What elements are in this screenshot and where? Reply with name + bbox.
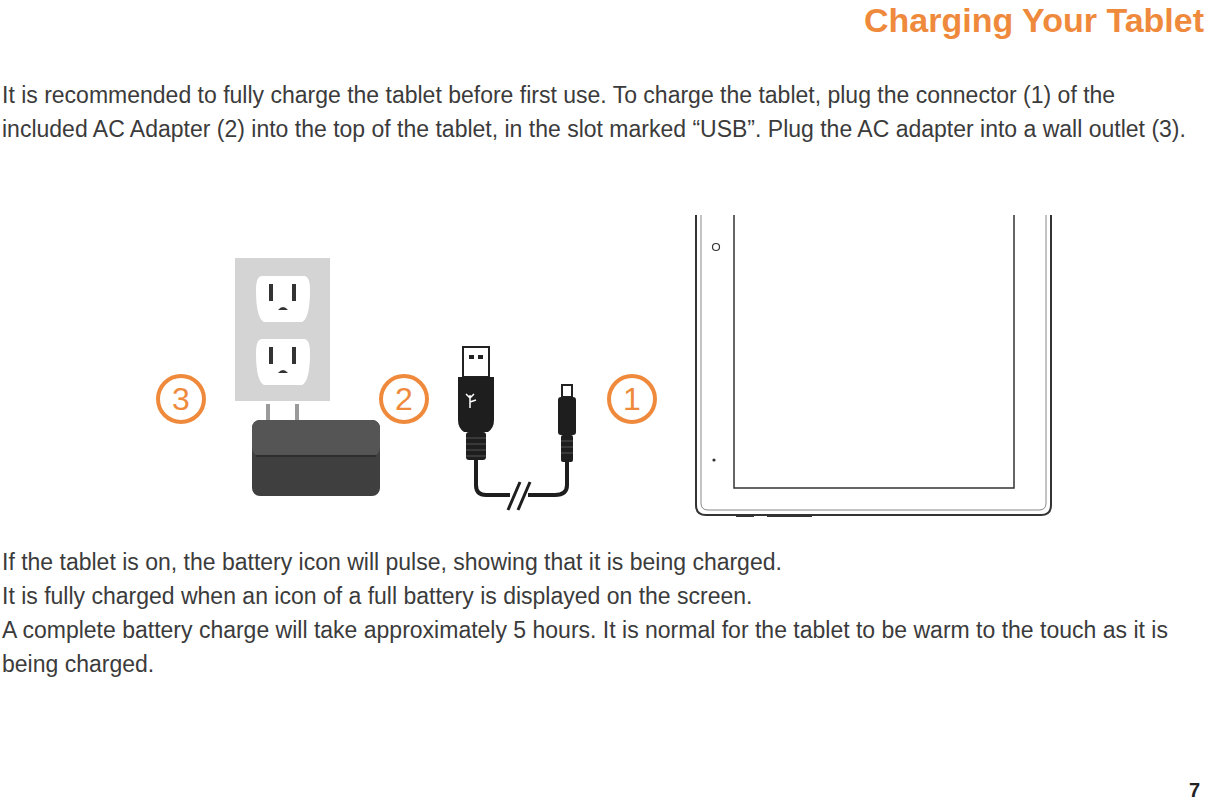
callout-number: 3 bbox=[156, 374, 206, 424]
body-line: A complete battery charge will take appr… bbox=[2, 613, 1192, 681]
callout-number: 1 bbox=[607, 374, 657, 424]
receptacle bbox=[256, 339, 310, 385]
body-line: It is fully charged when an icon of a fu… bbox=[2, 579, 1198, 613]
page-title: Charging Your Tablet bbox=[864, 0, 1204, 40]
tablet bbox=[696, 215, 1051, 516]
body-paragraph: It is recommended to fully charge the ta… bbox=[2, 78, 1198, 146]
body-line: If the tablet is on, the battery icon wi… bbox=[2, 545, 1198, 579]
usb-cable bbox=[458, 347, 576, 510]
outlet-plate bbox=[235, 258, 330, 401]
page-number: 7 bbox=[1189, 778, 1200, 802]
ac-adapter bbox=[252, 404, 380, 496]
callout-number: 2 bbox=[379, 374, 429, 424]
receptacle bbox=[256, 276, 310, 322]
